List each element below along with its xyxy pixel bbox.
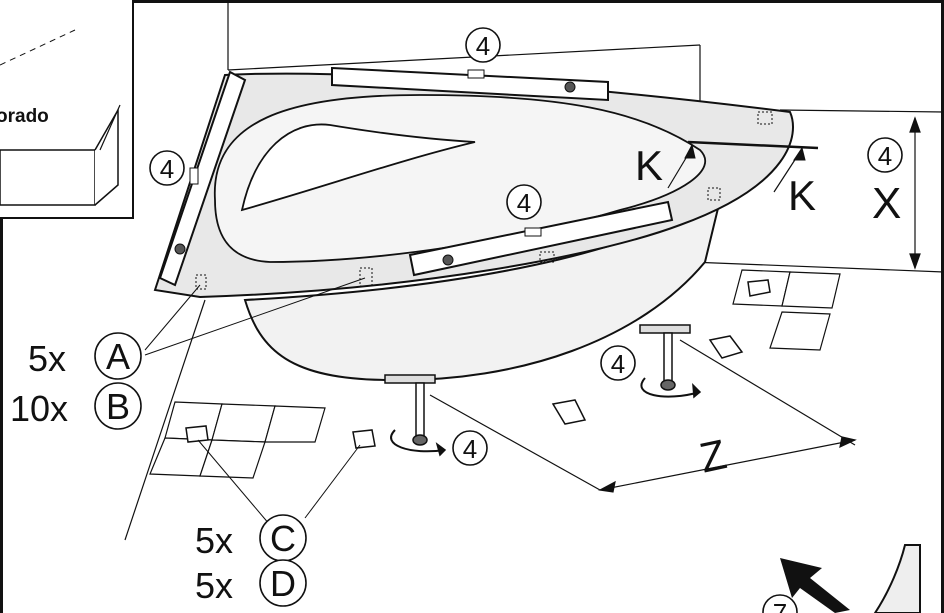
part-qty: 10x (10, 388, 68, 429)
bathtub (153, 72, 794, 382)
adjustable-leg-left (384, 374, 447, 457)
floor-tiles-right (732, 269, 841, 351)
floor-tiles-left (149, 401, 326, 479)
inset-panel: orado (0, 0, 134, 219)
inset-label: orado (0, 106, 49, 127)
tub-corner-fragment (873, 544, 921, 613)
part-qty: 5x (28, 338, 66, 379)
adjustable-leg-right (639, 324, 702, 399)
part-label-c: 5x C (195, 514, 307, 562)
leader-lines (144, 277, 366, 526)
step-number: 4 (517, 188, 531, 218)
step-circle-leg-left: 4 (452, 430, 488, 466)
step-circle-top: 4 (465, 27, 501, 63)
part-qty: 5x (195, 565, 233, 606)
step-circle-center: 4 (506, 184, 542, 220)
label-z: Z (696, 430, 731, 481)
label-k-right: K (788, 172, 816, 219)
step-number: 4 (878, 141, 892, 171)
spirit-level-top (331, 66, 609, 102)
part-letter: C (270, 518, 296, 559)
step-number: 4 (463, 434, 477, 464)
step-circle-x: 4 (867, 137, 903, 173)
step-number: 4 (611, 349, 625, 379)
part-qty: 5x (195, 520, 233, 561)
step-circle-leg-right: 4 (600, 345, 636, 381)
step-next-number: 7 (773, 598, 787, 613)
dimension-x (909, 116, 921, 270)
support-bracket (185, 279, 771, 449)
step-circle-left: 4 (149, 150, 185, 186)
part-label-b: 10x B (10, 382, 142, 430)
part-letter: D (270, 563, 296, 604)
dimension-z (429, 339, 857, 493)
label-x: X (872, 179, 901, 228)
spirit-level-front (408, 200, 674, 277)
label-k-left: K (635, 142, 663, 189)
step-number: 4 (476, 31, 490, 61)
k-section-line (667, 140, 819, 193)
part-letter: B (106, 386, 130, 427)
step-circle-next: 7 (762, 594, 798, 613)
next-step-arrow (780, 558, 850, 613)
wall-lines (124, 0, 944, 541)
part-label-a: 5x A (28, 332, 142, 380)
part-label-d: 5x D (195, 559, 307, 607)
step-number: 4 (160, 154, 174, 184)
part-letter: A (106, 336, 130, 377)
spirit-level-left (158, 70, 247, 287)
